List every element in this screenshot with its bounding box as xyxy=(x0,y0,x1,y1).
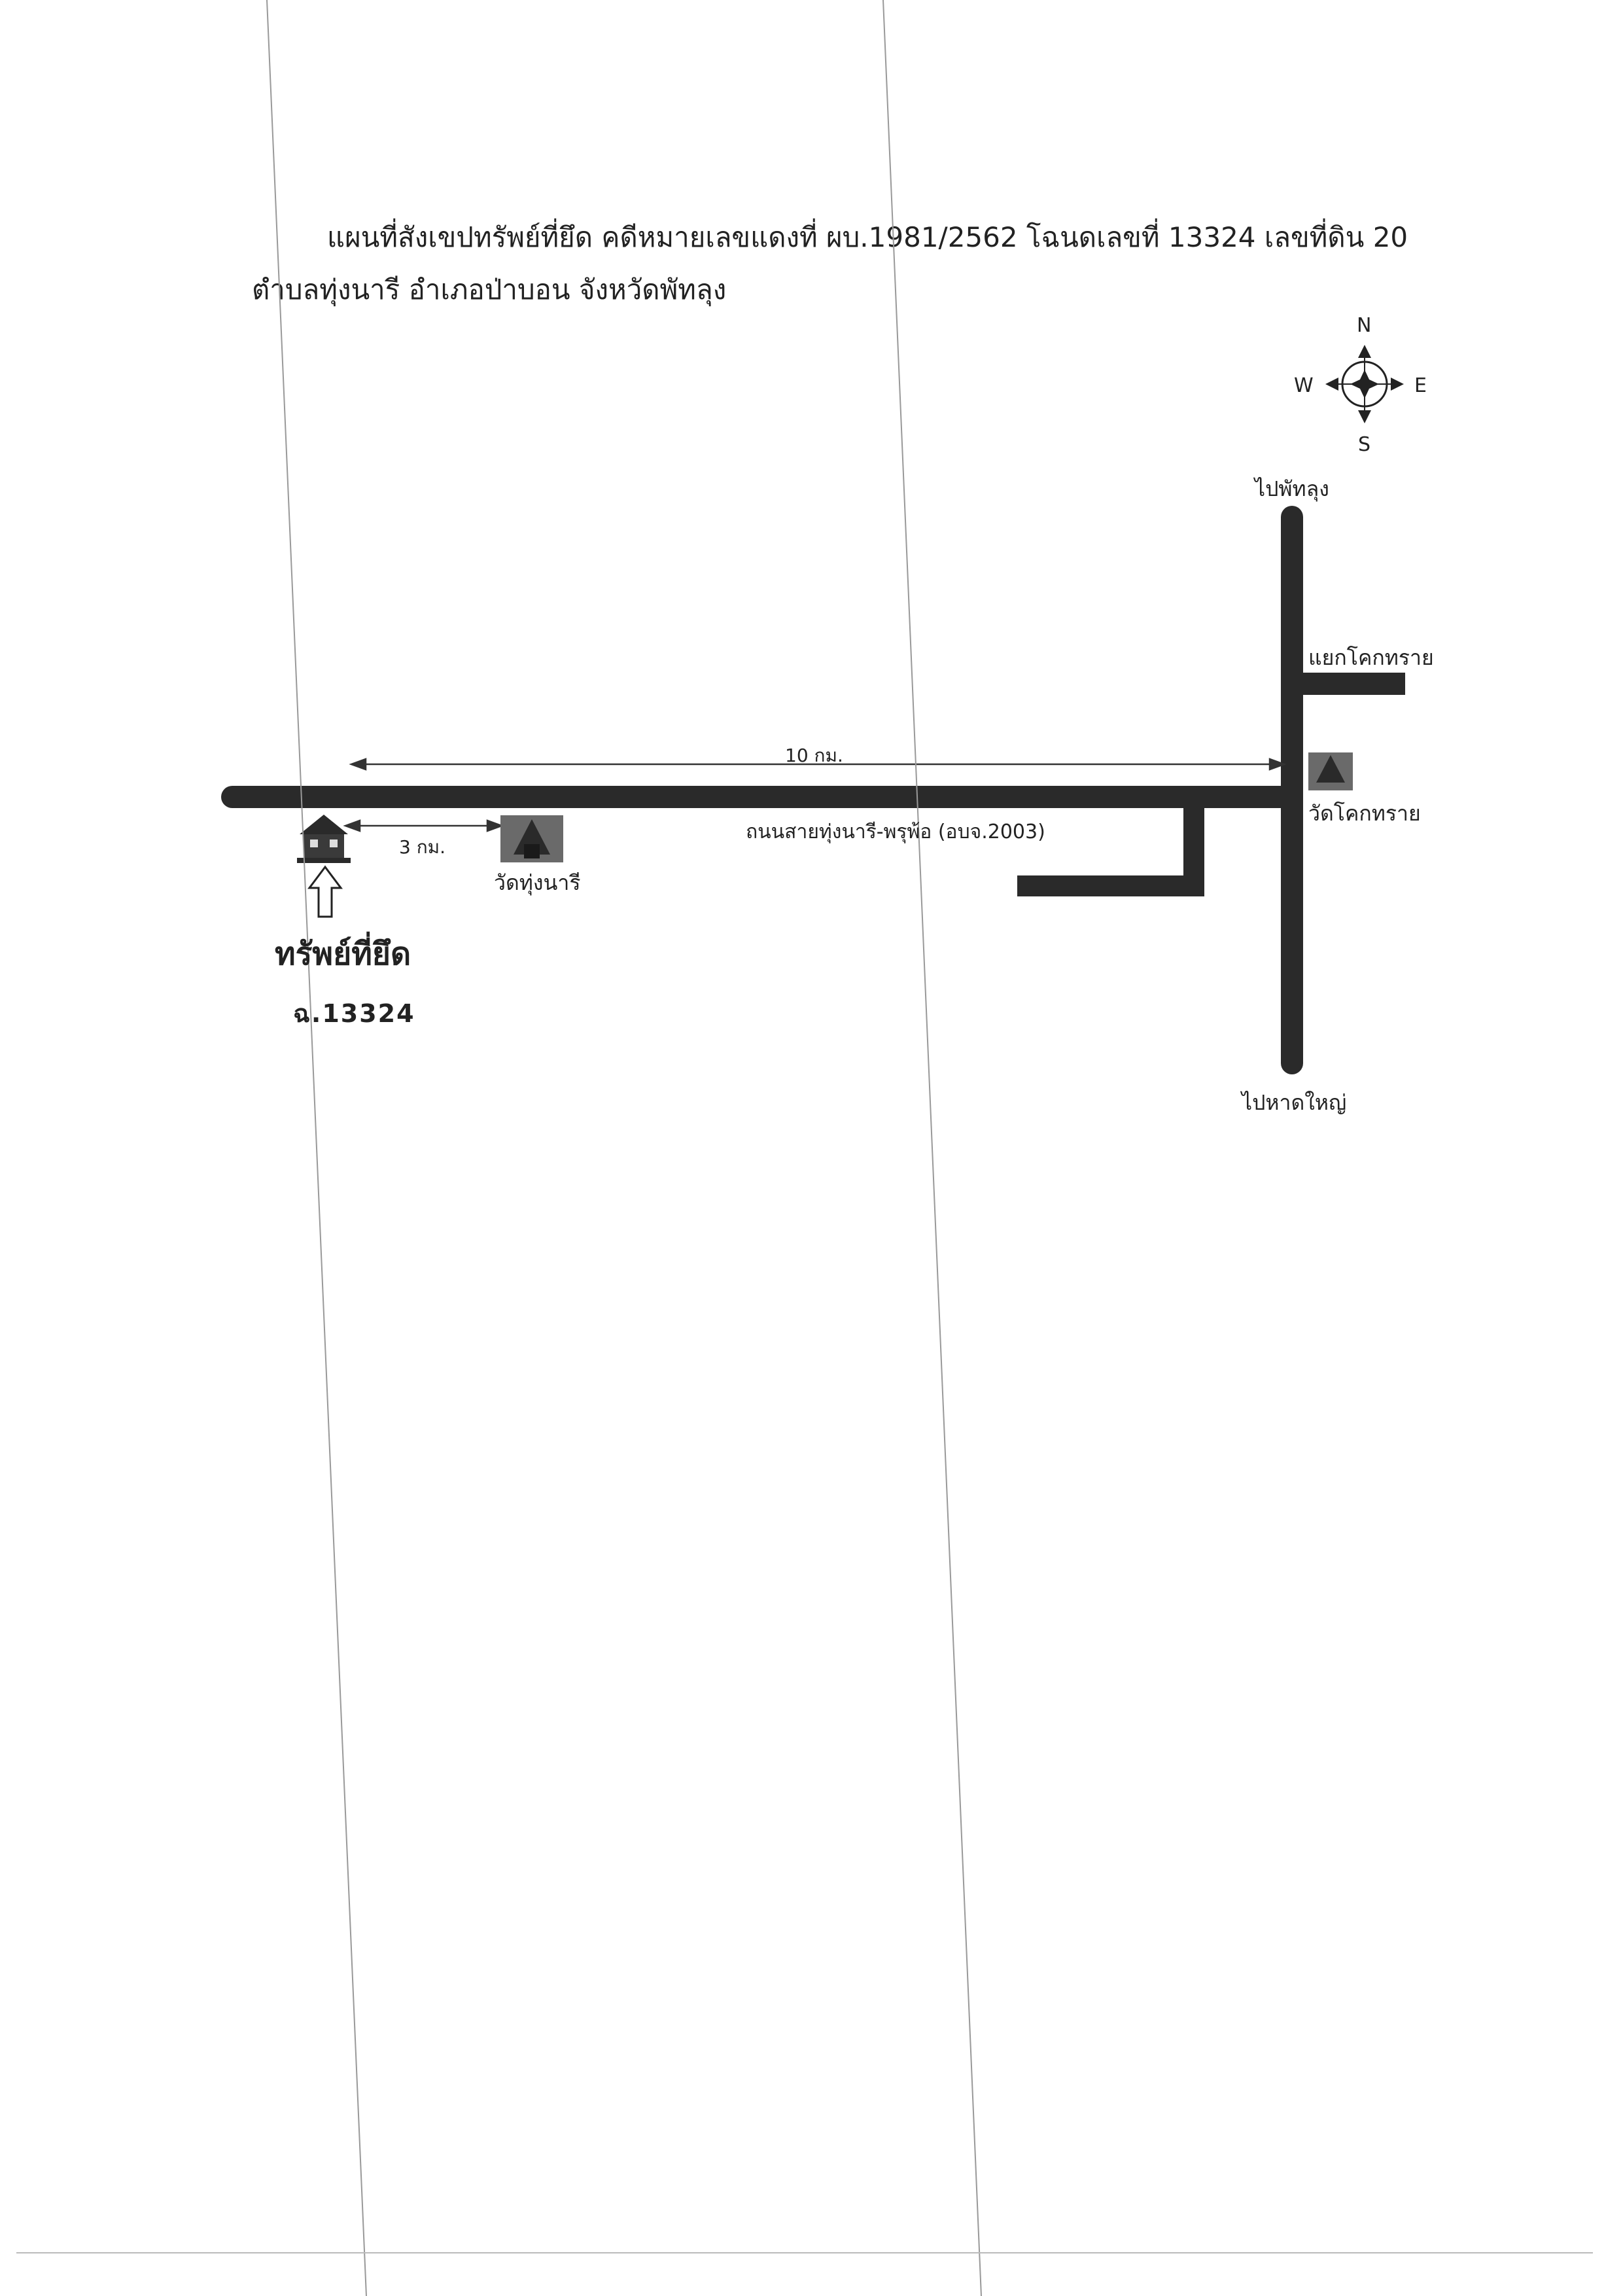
temple-icon-khok-sai xyxy=(1308,752,1353,790)
label-road-name: ถนนสายทุ่งนารี-พรุพ้อ (อบจ.2003) xyxy=(746,821,1045,843)
map-title-line1: แผนที่สังเขปทรัพย์ที่ยึด คดีหมายเลขแดงที… xyxy=(327,221,1408,253)
label-to-hat-yai: ไปหาดใหญ่ xyxy=(1242,1090,1347,1115)
scan-line xyxy=(266,0,367,2296)
side-road xyxy=(1017,797,1204,896)
temple-icon xyxy=(500,815,563,862)
label-distance-3km: 3 กม. xyxy=(399,836,446,858)
label-khok-sai-junction: แยกโคกทราย xyxy=(1308,645,1434,670)
map-title-line2: ตำบลทุ่งนารี อำเภอป่าบอน จังหวัดพัทลุง xyxy=(252,274,727,306)
compass-e: E xyxy=(1414,374,1427,397)
compass-w: W xyxy=(1294,374,1314,397)
compass-n: N xyxy=(1357,314,1372,337)
compass-s: S xyxy=(1358,433,1371,456)
distance-10km-arrow xyxy=(349,758,1287,771)
label-wat-khok-sai: วัดโคกทราย xyxy=(1308,801,1421,826)
scan-line xyxy=(882,0,982,2296)
label-seized-property: ทรัพย์ที่ยึด xyxy=(275,936,411,972)
label-wat-thung-nari: วัดทุ่งนารี xyxy=(494,870,581,895)
label-to-phatthalung: ไปพัทลุง xyxy=(1255,476,1329,501)
label-deed-number: ฉ.13324 xyxy=(293,999,415,1028)
distance-3km-arrow xyxy=(343,819,504,832)
up-arrow-icon xyxy=(307,865,343,918)
north-arrow-compass-icon xyxy=(1325,345,1404,423)
label-distance-10km: 10 กม. xyxy=(785,745,843,766)
house-icon xyxy=(297,815,351,863)
